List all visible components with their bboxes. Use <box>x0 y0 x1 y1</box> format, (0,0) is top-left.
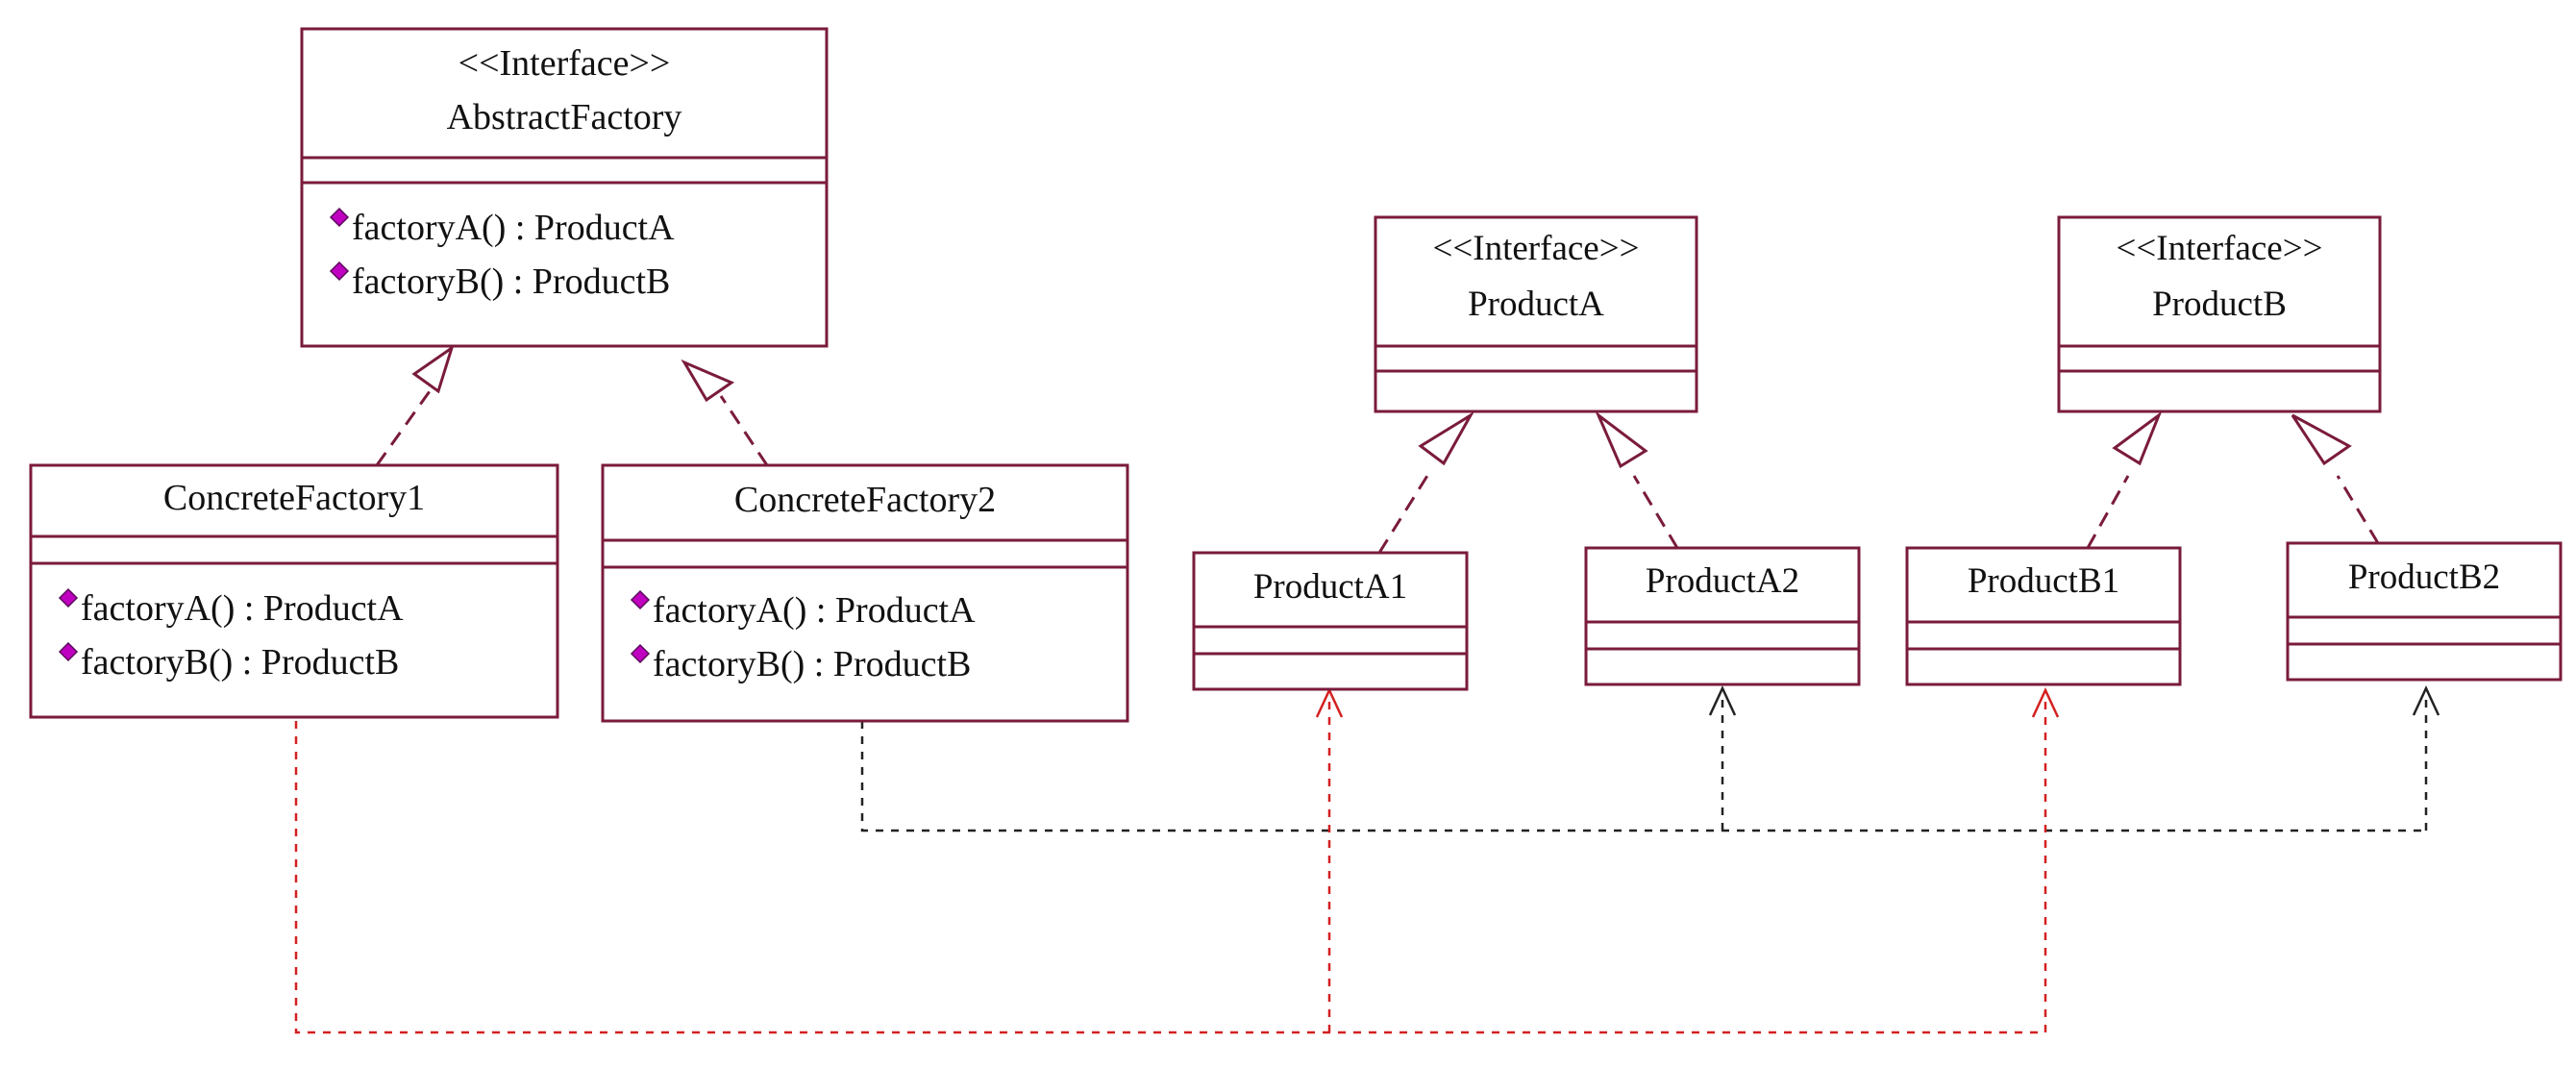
class-product-b2[interactable]: ProductB2 <box>2286 541 2563 682</box>
dependency-edges <box>294 685 2440 1034</box>
realization-concrete-factory-2-to-abstract-factory <box>681 359 769 466</box>
class-operation: factoryA() : ProductA <box>352 208 675 248</box>
operation-diamond-icon <box>329 261 350 282</box>
operation-diamond-icon <box>329 207 350 228</box>
class-frame <box>2057 215 2382 413</box>
class-operation: factoryA() : ProductA <box>81 588 404 629</box>
class-abstract-factory[interactable]: <<Interface>> AbstractFactory factoryA() :… <box>300 27 829 348</box>
class-frame <box>601 463 1129 723</box>
class-frame <box>2286 541 2563 682</box>
dependency-concrete-factory-1 <box>294 696 2047 1034</box>
realization-arrowhead <box>1595 410 1648 469</box>
class-boxes: <<Interface>> AbstractFactory factoryA() :… <box>29 27 2563 723</box>
realization-product-a1-to-product-a <box>1377 410 1475 554</box>
class-name: ProductB <box>2152 285 2287 324</box>
dependency-arrowhead <box>2031 687 2060 718</box>
dependency-arrowhead <box>2412 685 2440 716</box>
class-name: AbstractFactory <box>447 97 682 137</box>
class-operation: factoryA() : ProductA <box>653 590 976 631</box>
class-frame <box>1374 215 1698 413</box>
realization-edges <box>375 344 2380 554</box>
realization-arrowhead <box>681 359 735 403</box>
class-concrete-factory-1[interactable]: ConcreteFactory1 factoryA() : ProductA fac… <box>29 463 559 719</box>
class-operation: factoryB() : ProductB <box>81 642 399 683</box>
class-product-a1[interactable]: ProductA1 <box>1192 551 1469 691</box>
class-operation: factoryB() : ProductB <box>352 261 670 302</box>
realization-product-a2-to-product-a <box>1595 410 1679 549</box>
class-frame <box>1584 546 1861 686</box>
dependency-arrowhead <box>1708 685 1737 716</box>
class-product-a2[interactable]: ProductA2 <box>1584 546 1861 686</box>
realization-arrowhead <box>2291 413 2352 466</box>
class-name: ProductA <box>1468 285 1604 324</box>
class-frame <box>1192 551 1469 691</box>
realization-product-b1-to-product-b <box>2086 410 2163 549</box>
class-name: ProductB1 <box>1968 561 2119 601</box>
class-stereotype: <<Interface>> <box>2117 229 2323 268</box>
operation-diamond-icon <box>630 643 651 664</box>
class-name: ProductB2 <box>2348 558 2500 597</box>
realization-concrete-factory-1-to-abstract-factory <box>375 344 455 466</box>
operation-diamond-icon <box>630 589 651 610</box>
class-operation: factoryB() : ProductB <box>653 644 971 684</box>
realization-arrowhead <box>2112 410 2163 466</box>
operation-diamond-icon <box>58 641 79 662</box>
realization-product-b2-to-product-b <box>2291 413 2380 544</box>
class-product-b[interactable]: <<Interface>> ProductB <box>2057 215 2382 413</box>
class-frame <box>29 463 559 719</box>
class-product-a[interactable]: <<Interface>> ProductA <box>1374 215 1698 413</box>
class-stereotype: <<Interface>> <box>1433 229 1640 268</box>
class-product-b1[interactable]: ProductB1 <box>1905 546 2182 686</box>
class-name: ConcreteFactory1 <box>163 478 425 518</box>
realization-arrowhead <box>1418 410 1475 466</box>
class-frame <box>1905 546 2182 686</box>
class-name: ProductA1 <box>1253 567 1407 607</box>
class-concrete-factory-2[interactable]: ConcreteFactory2 factoryA() : ProductA fac… <box>601 463 1129 723</box>
operation-diamond-icon <box>58 587 79 609</box>
class-name: ProductA2 <box>1646 561 1799 601</box>
class-frame <box>300 27 829 348</box>
realization-arrowhead <box>411 344 455 394</box>
class-stereotype: <<Interface>> <box>458 43 671 84</box>
dependency-concrete-factory-2 <box>860 694 2428 832</box>
class-name: ConcreteFactory2 <box>734 480 996 520</box>
